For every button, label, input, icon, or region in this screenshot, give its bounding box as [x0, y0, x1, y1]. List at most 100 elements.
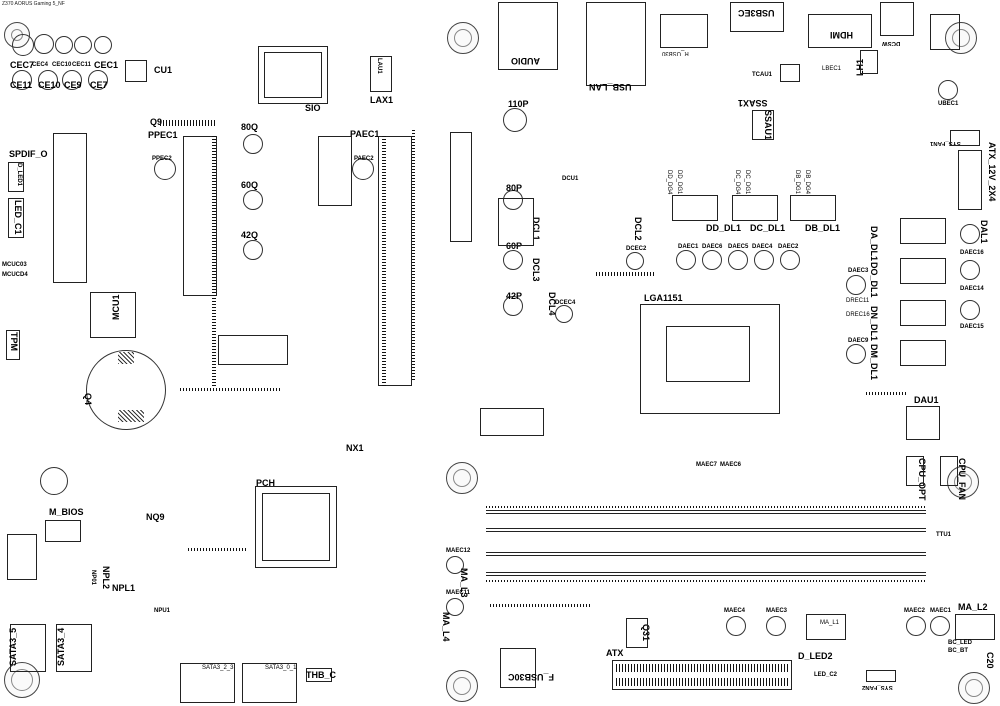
pad-cluster [188, 548, 248, 551]
capacitor-outline [780, 250, 800, 270]
label-cpu-fan: CPU_FAN [957, 458, 967, 501]
chip-outline [860, 50, 878, 74]
choke-outline [790, 195, 836, 221]
chip-outline [90, 292, 136, 338]
label-dcec4: DCEC4 [555, 300, 576, 306]
connector-outline [8, 162, 24, 192]
label-maec11: MAEC11 [446, 590, 471, 596]
capacitor-outline [938, 80, 958, 100]
pad-cluster [866, 392, 906, 395]
label-daec9: DAEC9 [848, 338, 869, 344]
label-nx1: NX1 [346, 443, 364, 453]
label-daec15: DAEC15 [960, 324, 984, 330]
dimm-slot-2[interactable] [486, 528, 926, 532]
label-ubec1: UBEC1 [938, 101, 959, 107]
standoff-outline [503, 250, 523, 270]
capacitor-outline [74, 36, 92, 54]
label-dd-dg4: DD_DG4 [666, 170, 672, 195]
capacitor-outline [62, 70, 82, 90]
label-daec6: DAEC6 [702, 244, 723, 250]
capacitor-outline [930, 616, 950, 636]
cpu-socket-inner [666, 326, 750, 382]
label-sys-fan2: SYS_FAN2 [862, 684, 893, 690]
hdmi-block[interactable] [808, 14, 872, 48]
label-ttu1: TTU1 [936, 532, 951, 538]
pch-chip [255, 486, 337, 568]
label-ma-l2: MA_L2 [958, 602, 988, 612]
label-cec4: CEC4 [32, 62, 49, 68]
slot-outline [450, 132, 472, 242]
capacitor-outline [55, 36, 73, 54]
label-usb3ec: USB3EC [738, 8, 775, 18]
capacitor-outline [94, 36, 112, 54]
label-42q: 42Q [241, 230, 259, 240]
label-dn-dl1: DN_DL1 [869, 306, 879, 342]
fan-header[interactable] [950, 130, 980, 146]
label-maec1: MAEC1 [930, 608, 952, 614]
chip-outline [45, 520, 81, 542]
pch-chip-inner [262, 493, 330, 561]
slot-outline [378, 136, 412, 386]
fan-header[interactable] [906, 456, 924, 486]
capacitor-outline [34, 34, 54, 54]
battery-hatch [118, 410, 144, 422]
usb-type-c-block[interactable] [730, 2, 784, 32]
label-cu1: CU1 [154, 65, 173, 75]
connector-outline [480, 408, 544, 436]
label-dc-dg1: DC_DG1 [744, 170, 750, 195]
chip-outline [752, 110, 774, 140]
chip-outline [780, 64, 800, 82]
sata-connector[interactable] [10, 624, 46, 672]
label-drec16: DREC16 [846, 312, 870, 318]
sata-connector[interactable] [242, 663, 297, 703]
mounting-hole [958, 672, 990, 704]
mounting-hole [446, 462, 478, 494]
label-maec4: MAEC4 [724, 608, 746, 614]
chip-outline [370, 56, 392, 92]
capacitor-outline [154, 158, 176, 180]
label-usb-lan: USB_LAN [589, 82, 632, 92]
header-outline [218, 335, 288, 365]
label-dcsw: DCSW [882, 40, 901, 46]
sata-connector[interactable] [180, 663, 235, 703]
dimm-slot-3[interactable] [486, 552, 926, 556]
label-npl2: NPL2 [101, 566, 111, 590]
chip-outline [906, 406, 940, 440]
fan-header[interactable] [866, 670, 896, 682]
usb-lan-block[interactable] [586, 2, 646, 86]
fan-header[interactable] [940, 456, 958, 486]
usb-header[interactable] [500, 648, 536, 688]
capacitor-outline [446, 556, 464, 574]
standoff-outline [243, 134, 263, 154]
usb-block[interactable] [660, 14, 708, 48]
standoff-outline [503, 190, 523, 210]
label-sata3-5: SATA3_5 [8, 627, 18, 666]
board-title: Z370 AORUS Gaming 5_NF [2, 1, 65, 7]
connector-outline [6, 330, 20, 360]
label-thb-c: THB_C [306, 670, 337, 680]
label-atx: ATX [606, 648, 624, 658]
capacitor-outline [754, 250, 774, 270]
label-dc-dg4: DC_DG4 [734, 170, 740, 195]
standoff-outline [503, 108, 527, 132]
label-daec4: DAEC4 [752, 244, 773, 250]
label-daec16: DAEC16 [960, 250, 984, 256]
label-npl1: NPL1 [112, 583, 136, 593]
pin-header [160, 120, 216, 126]
choke-outline [900, 258, 946, 284]
sata-connector[interactable] [56, 624, 92, 672]
dimm-slot-1[interactable] [486, 510, 926, 514]
label-np01: NP01 [90, 570, 96, 586]
label-drec11: DREC11 [846, 298, 870, 304]
atx-12v-connector[interactable] [958, 150, 982, 210]
label-ma-l4: MA_L4 [441, 612, 451, 642]
dc-switch-block[interactable] [880, 2, 914, 36]
choke-outline [806, 614, 846, 640]
dimm-slot-4[interactable] [486, 572, 926, 576]
audio-jack-block[interactable] [498, 2, 558, 70]
label-db-dg4: DB_DG4 [804, 170, 810, 195]
label-dc-dl1: DC_DL1 [750, 223, 786, 233]
label-cec1: CEC1 [94, 60, 119, 70]
label-sata3-2-3: SATA3_2_3 [202, 665, 234, 671]
atx-24pin-connector[interactable] [612, 660, 792, 690]
